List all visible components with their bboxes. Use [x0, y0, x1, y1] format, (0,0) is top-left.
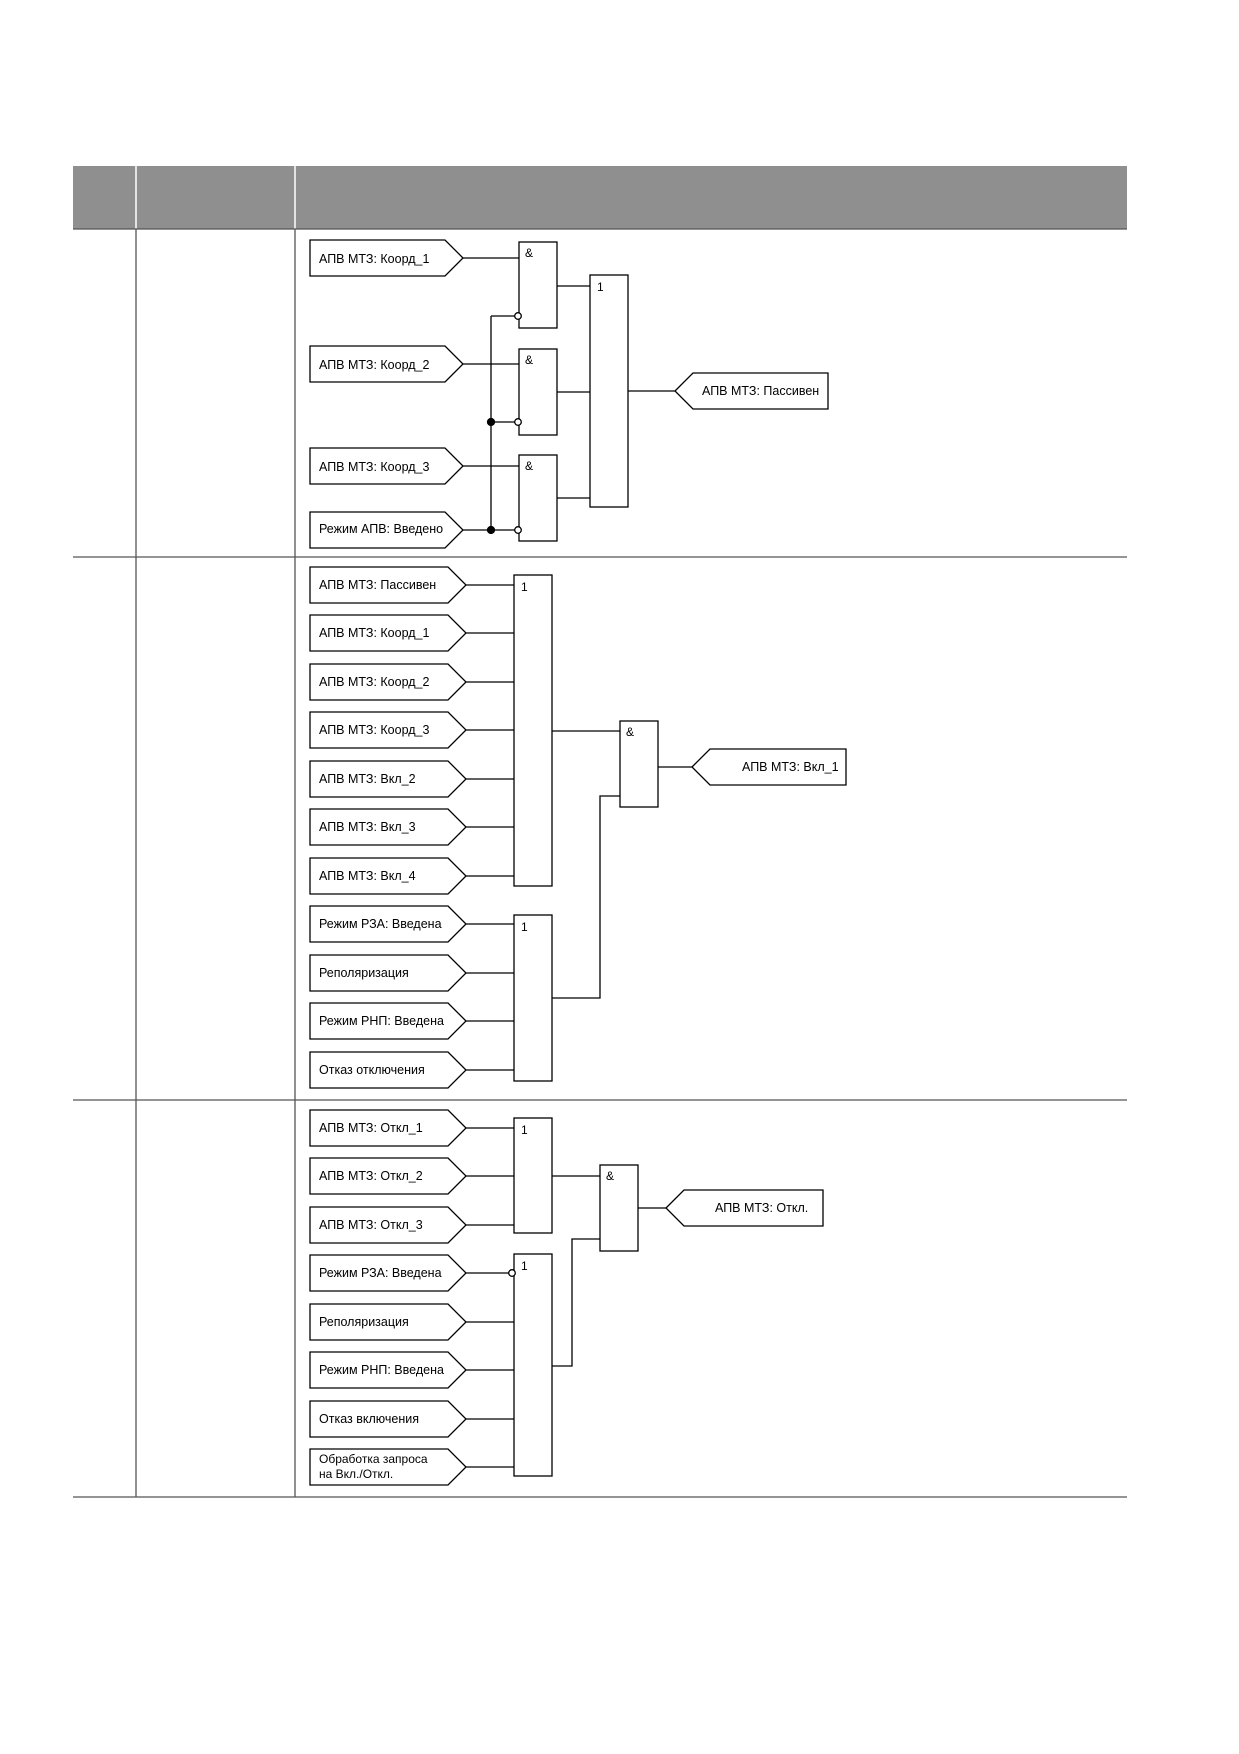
input-tag: Отказ отключения [309, 1051, 467, 1089]
input-tag: Отказ включения [309, 1400, 467, 1438]
output-label: АПВ МТЗ: Откл. [715, 1201, 808, 1215]
gate-symbol: 1 [521, 1259, 528, 1273]
input-label: АПВ МТЗ: Коорд_1 [319, 252, 429, 266]
input-label: Отказ включения [319, 1412, 419, 1426]
input-tag: АПВ МТЗ: Коорд_3 [309, 711, 467, 749]
gate-symbol: 1 [521, 1123, 528, 1137]
input-label: Режим РЗА: Введена [319, 917, 442, 931]
or-gate: 1 [513, 1117, 553, 1234]
input-tag: Реполяризация [309, 954, 467, 992]
junction-dot [486, 417, 496, 535]
input-tag: АПВ МТЗ: Вкл_2 [309, 760, 467, 798]
input-tag: Режим РНП: Введена [309, 1002, 467, 1040]
gate-symbol: 1 [521, 580, 528, 594]
input-tag: Режим АПВ: Введено [309, 511, 464, 549]
input-label: АПВ МТЗ: Коорд_2 [319, 675, 429, 689]
table-grid [73, 228, 1127, 1498]
input-label: АПВ МТЗ: Коорд_1 [319, 626, 429, 640]
input-label: Режим РЗА: Введена [319, 1266, 442, 1280]
or-gate: 1 [513, 914, 553, 1082]
and-gate: & [599, 1164, 639, 1252]
input-tag: АПВ МТЗ: Коорд_1 [309, 239, 464, 277]
input-tag: Режим РЗА: Введена [309, 1254, 467, 1292]
input-tag: АПВ МТЗ: Коорд_2 [309, 345, 464, 383]
output-tag: АПВ МТЗ: Откл. [665, 1189, 824, 1227]
input-label: Реполяризация [319, 1315, 409, 1329]
input-tag: АПВ МТЗ: Коорд_1 [309, 614, 467, 652]
gate-symbol: 1 [597, 280, 604, 294]
and-gate: & [518, 348, 558, 436]
and-gate: & [518, 454, 558, 542]
input-label: АПВ МТЗ: Откл_2 [319, 1169, 423, 1183]
logic-diagram-1: АПВ МТЗ: Коорд_1 АПВ МТЗ: Коорд_2 АПВ МТ… [309, 239, 829, 549]
input-label: АПВ МТЗ: Вкл_3 [319, 820, 416, 834]
input-label: АПВ МТЗ: Откл_3 [319, 1218, 423, 1232]
input-label: Отказ отключения [319, 1063, 425, 1077]
output-tag: АПВ МТЗ: Пассивен [674, 372, 829, 410]
input-label: АПВ МТЗ: Пассивен [319, 578, 436, 592]
input-tag: АПВ МТЗ: Коорд_2 [309, 663, 467, 701]
input-tag: АПВ МТЗ: Вкл_4 [309, 857, 467, 895]
and-gate: & [619, 720, 659, 808]
table-header [73, 166, 1127, 229]
input-tag: Режим РЗА: Введена [309, 905, 467, 943]
inversion-circle [508, 1269, 516, 1277]
input-label: АПВ МТЗ: Коорд_2 [319, 358, 429, 372]
wire [463, 257, 675, 531]
gate-symbol: 1 [521, 920, 528, 934]
or-gate: 1 [513, 1253, 553, 1477]
output-tag: АПВ МТЗ: Вкл_1 [691, 748, 847, 786]
gate-symbol: & [525, 459, 533, 473]
input-tag: АПВ МТЗ: Вкл_3 [309, 808, 467, 846]
output-label: АПВ МТЗ: Пассивен [702, 384, 819, 398]
input-label: АПВ МТЗ: Вкл_4 [319, 869, 416, 883]
output-label: АПВ МТЗ: Вкл_1 [742, 760, 839, 774]
logic-diagram-3: АПВ МТЗ: Откл_1 АПВ МТЗ: Откл_2 АПВ МТЗ:… [309, 1109, 824, 1486]
input-label: АПВ МТЗ: Вкл_2 [319, 772, 416, 786]
inversion-circle [514, 312, 522, 534]
input-tag: АПВ МТЗ: Пассивен [309, 566, 467, 604]
or-gate: 1 [513, 574, 553, 887]
logic-diagram-2: АПВ МТЗ: Пассивен АПВ МТЗ: Коорд_1 АПВ М… [309, 566, 847, 1089]
input-tag: АПВ МТЗ: Откл_2 [309, 1157, 467, 1195]
gate-symbol: & [525, 353, 533, 367]
or-gate: 1 [589, 274, 629, 508]
wire [466, 1127, 666, 1468]
input-label: Режим АПВ: Введено [319, 522, 443, 536]
input-label: АПВ МТЗ: Откл_1 [319, 1121, 423, 1135]
input-tag: АПВ МТЗ: Откл_3 [309, 1206, 467, 1244]
gate-symbol: & [606, 1169, 614, 1183]
input-label: АПВ МТЗ: Коорд_3 [319, 460, 429, 474]
wire [466, 584, 692, 1071]
input-tag: Режим РНП: Введена [309, 1351, 467, 1389]
input-label: Режим РНП: Введена [319, 1014, 444, 1028]
input-label: АПВ МТЗ: Коорд_3 [319, 723, 429, 737]
and-gate: & [518, 241, 558, 329]
input-tag: Реполяризация [309, 1303, 467, 1341]
gate-symbol: & [626, 725, 634, 739]
input-label: Режим РНП: Введена [319, 1363, 444, 1377]
input-label: Реполяризация [319, 966, 409, 980]
input-tag: АПВ МТЗ: Откл_1 [309, 1109, 467, 1147]
gate-symbol: & [525, 246, 533, 260]
input-tag: АПВ МТЗ: Коорд_3 [309, 447, 464, 485]
